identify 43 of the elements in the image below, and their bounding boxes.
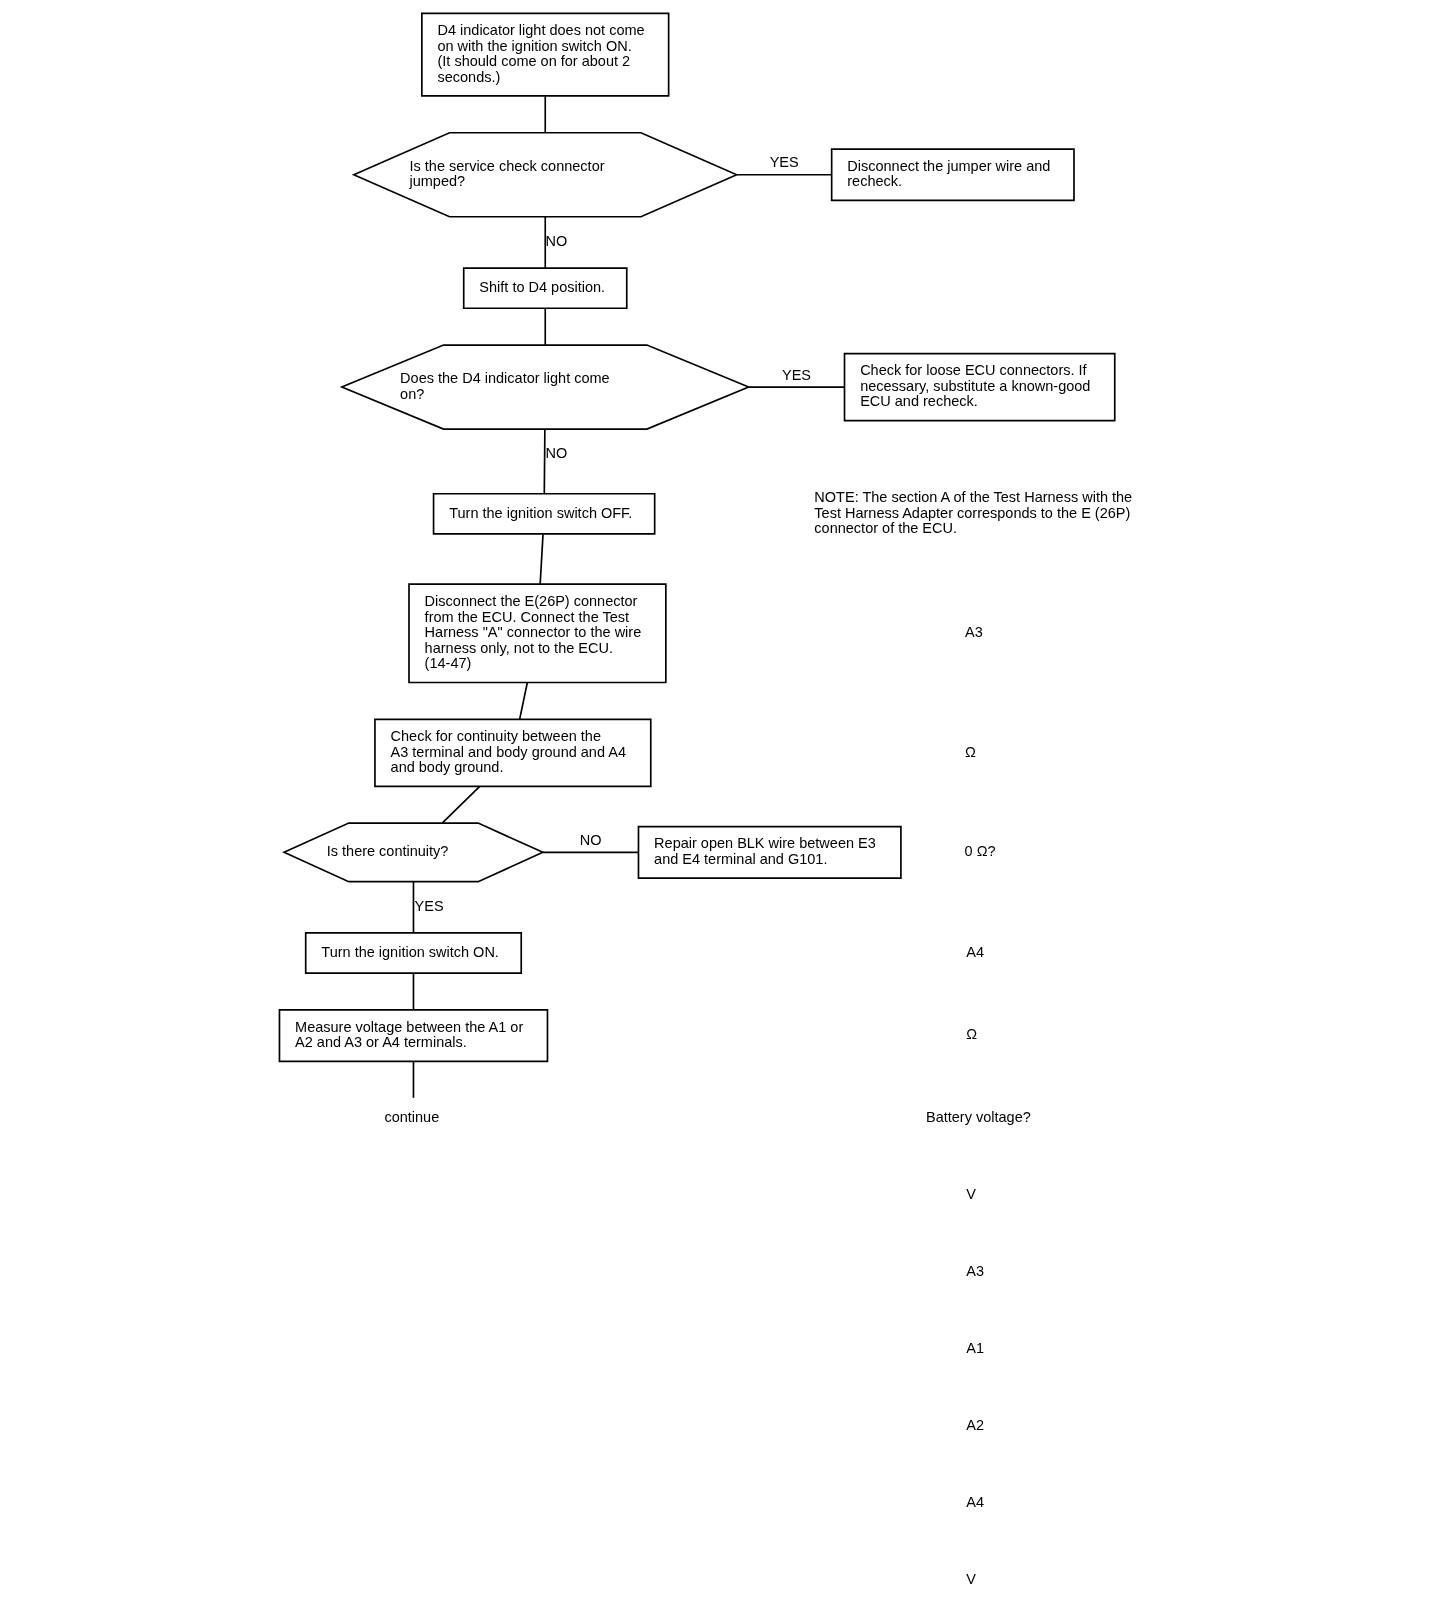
edge-label: YES [782,366,812,383]
label: NOTE: The section A of the Test Harness with the Test Harness Adapter corresponds to the E (26P) connector of the ECU. [814,489,1133,537]
label: Ω [966,1026,978,1043]
edge-label: YES [414,898,444,915]
connector [539,533,544,585]
label: A2 [966,1417,984,1434]
connector [412,1060,415,1099]
connector [412,881,415,934]
label: V [966,1186,976,1203]
connector [542,851,640,854]
label: A4 [966,943,984,960]
node-box: Check for continuity between the A3 terminal and body ground and A4 and body ground. [374,718,652,788]
label: V [966,1571,976,1588]
node-box: Measure voltage between the A1 or A2 and A3 or A4 terminals. [278,1009,549,1063]
node-box: Turn the ignition switch ON. [304,932,523,974]
node-box: Turn the ignition switch OFF. [432,492,656,535]
connector [747,386,846,388]
edge-label: NO [545,445,568,462]
label: Ω [965,743,976,760]
node-box: Disconnect the jumper wire and recheck. [830,148,1075,202]
connector [735,173,833,176]
label: A4 [966,1494,984,1511]
node-box: Shift to D4 position. [462,267,628,310]
label: 0 Ω? [964,843,996,860]
connector [544,95,547,134]
node-box: Disconnect the E(26P) connector from the ECU. Connect the Test Harness "A" connector to the wire harness only, not to the ECU. (14-47) [408,583,667,684]
connector [412,972,415,1011]
connector [518,681,529,721]
node-box: Repair open BLK wire between E3 and E4 terminal and G101. [637,825,902,879]
edge-label: YES [769,154,799,171]
connector [544,307,547,346]
connector [441,785,481,824]
label: A3 [966,1263,984,1280]
node-box: D4 indicator light does not come on with the ignition switch ON. (It should come on for about 2 seconds.) [421,12,670,97]
label: A3 [965,624,983,641]
label: A1 [966,1340,984,1357]
label: Battery voltage? [926,1109,1031,1126]
connector [544,216,547,269]
node-text: continue [384,1109,440,1126]
connector [543,428,546,495]
node-box: Check for loose ECU connectors. If necessary, substitute a known-good ECU and recheck. [843,352,1116,422]
edge-label: NO [545,233,568,250]
edge-label: NO [579,831,602,848]
